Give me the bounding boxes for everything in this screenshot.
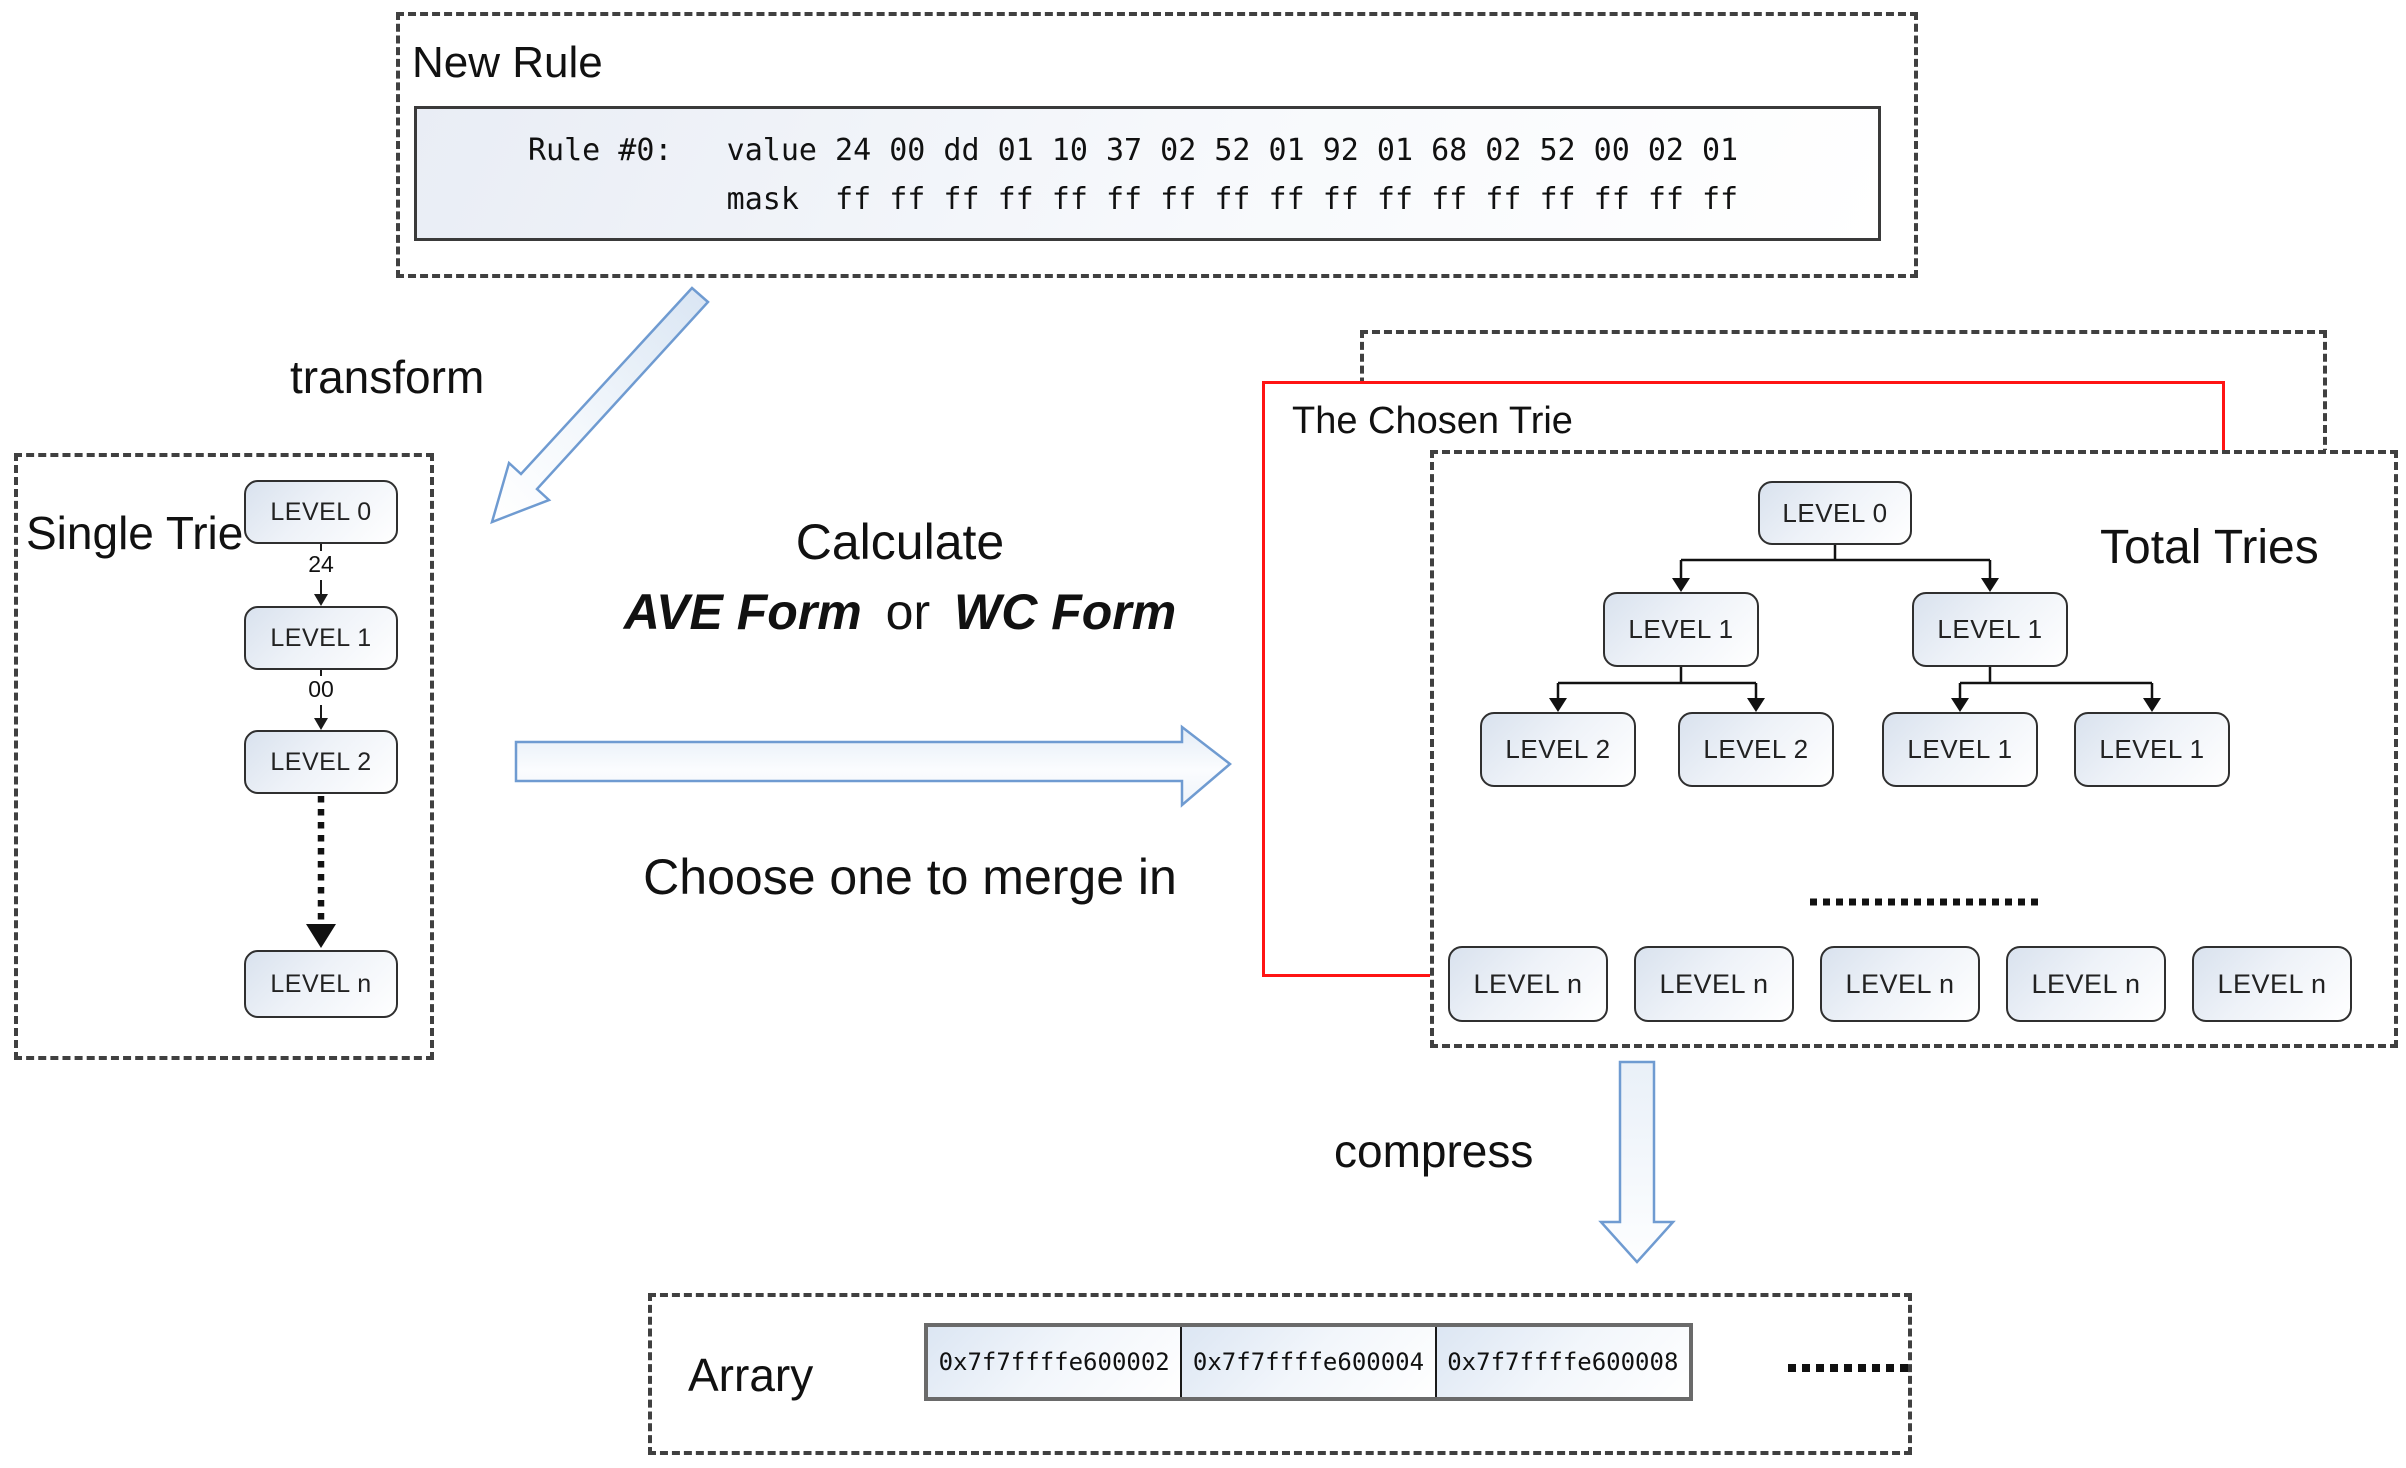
tree-node-row3-3: LEVEL 1 <box>1882 712 2038 787</box>
choose-merge-label: Choose one to merge in <box>643 849 1177 905</box>
edge-label-24: 24 <box>299 551 343 577</box>
compress-label: compress <box>1334 1125 1534 1177</box>
trie-node-level2: LEVEL 2 <box>244 730 398 794</box>
calculate-label: Calculate <box>795 514 1005 570</box>
trie-node-leveln: LEVEL n <box>244 950 398 1018</box>
wc-form-label: WC Form <box>954 584 1177 640</box>
tree-node-row3-2: LEVEL 2 <box>1678 712 1834 787</box>
compressed-array: 0x7f7ffffe600002 0x7f7ffffe600004 0x7f7f… <box>924 1323 1693 1401</box>
compress-arrow <box>1598 1060 1676 1264</box>
trie-node-level0: LEVEL 0 <box>244 480 398 544</box>
tree-root-level0: LEVEL 0 <box>1758 481 1912 545</box>
tree-node-leveln-1: LEVEL n <box>1448 946 1608 1022</box>
array-cell-2: 0x7f7ffffe600004 <box>1182 1327 1437 1397</box>
rule-value-panel <box>414 106 1881 241</box>
array-title: Arrary <box>688 1349 814 1401</box>
transform-label: transform <box>290 351 485 403</box>
total-tries-title: Total Tries <box>2100 521 2319 574</box>
trie-node-level1: LEVEL 1 <box>244 606 398 670</box>
array-cell-3: 0x7f7ffffe600008 <box>1436 1327 1689 1397</box>
rule-value-line: Rule #0: value 24 00 dd 01 10 37 02 52 0… <box>528 133 1739 168</box>
tree-node-leveln-2: LEVEL n <box>1634 946 1794 1022</box>
merge-arrow <box>514 724 1232 808</box>
tree-node-level1-left: LEVEL 1 <box>1603 592 1759 667</box>
tree-node-level1-right: LEVEL 1 <box>1912 592 2068 667</box>
new-rule-title: New Rule <box>412 38 603 87</box>
tree-node-leveln-3: LEVEL n <box>1820 946 1980 1022</box>
array-cell-1: 0x7f7ffffe600002 <box>928 1327 1183 1397</box>
rule-mask-line: mask ff ff ff ff ff ff ff ff ff ff ff ff… <box>528 182 1739 217</box>
tree-node-leveln-5: LEVEL n <box>2192 946 2352 1022</box>
tree-node-row3-4: LEVEL 1 <box>2074 712 2230 787</box>
transform-arrow <box>490 286 710 525</box>
ave-form-label: AVE Form <box>623 584 862 640</box>
chosen-trie-title: The Chosen Trie <box>1292 400 1573 442</box>
tree-node-row3-1: LEVEL 2 <box>1480 712 1636 787</box>
edge-label-00: 00 <box>299 676 343 702</box>
single-trie-title: Single Trie <box>26 507 244 559</box>
tree-node-leveln-4: LEVEL n <box>2006 946 2166 1022</box>
form-options-label: AVE Form or WC Form <box>560 583 1240 641</box>
or-label: or <box>885 584 931 640</box>
